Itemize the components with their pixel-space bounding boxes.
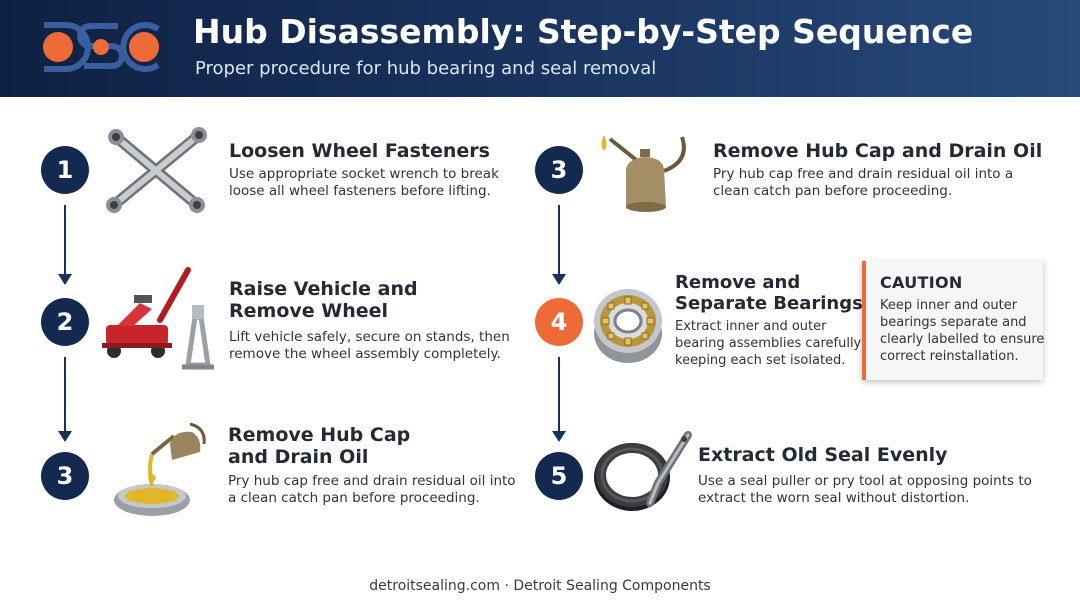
step-3-title: Remove Hub Cap and Drain Oil <box>228 424 411 468</box>
footer-credit: detroitsealing.com · Detroit Sealing Com… <box>369 578 711 594</box>
step-3-description: Pry hub cap free and drain residual oil … <box>228 473 516 506</box>
step-badge-1: 1 <box>41 146 89 194</box>
lug-wrench-icon <box>106 127 207 213</box>
step-badge-2: 2 <box>41 298 89 346</box>
step-4-title: Remove and Separate Bearings <box>675 272 863 314</box>
page-subtitle: Proper procedure for hub bearing and sea… <box>195 58 657 79</box>
step-2-title: Raise Vehicle and Remove Wheel <box>229 278 418 322</box>
floor-jack-icon <box>102 267 214 370</box>
company-logo-icon <box>43 22 160 72</box>
step-3-right-title: Remove Hub Cap and Drain Oil <box>713 140 1043 162</box>
oil-can-icon <box>601 135 686 212</box>
seal-puller-icon <box>594 431 692 511</box>
step-badge-3: 3 <box>41 452 89 500</box>
caution-title: CAUTION <box>880 273 963 292</box>
flow-arrow <box>552 205 566 285</box>
step-badge-3-right: 3 <box>535 146 583 194</box>
step-badge-5: 5 <box>535 452 583 500</box>
flow-arrow <box>552 357 566 442</box>
page-title: Hub Disassembly: Step-by-Step Sequence <box>193 12 974 51</box>
step-2-description: Lift vehicle safely, secure on stands, t… <box>229 329 510 362</box>
oil-can-pan-icon <box>114 422 206 516</box>
step-3-right-description: Pry hub cap free and drain residual oil … <box>713 166 1014 199</box>
step-1-description: Use appropriate socket wrench to break l… <box>229 166 499 199</box>
tapered-bearing-icon <box>594 289 662 363</box>
step-1-title: Loosen Wheel Fasteners <box>229 140 490 162</box>
caution-box: CAUTION Keep inner and outer bearings se… <box>862 261 1045 380</box>
caution-text: Keep inner and outer bearings separate a… <box>880 298 1045 364</box>
step-4-description: Extract inner and outer bearing assembli… <box>675 319 866 368</box>
step-5-title: Extract Old Seal Evenly <box>698 444 948 466</box>
step-badge-4: 4 <box>535 298 583 346</box>
step-5-description: Use a seal puller or pry tool at opposin… <box>698 473 1032 506</box>
header-banner: Hub Disassembly: Step-by-Step Sequence P… <box>0 0 1080 97</box>
flow-arrow <box>58 357 72 442</box>
flow-arrow <box>58 205 72 285</box>
